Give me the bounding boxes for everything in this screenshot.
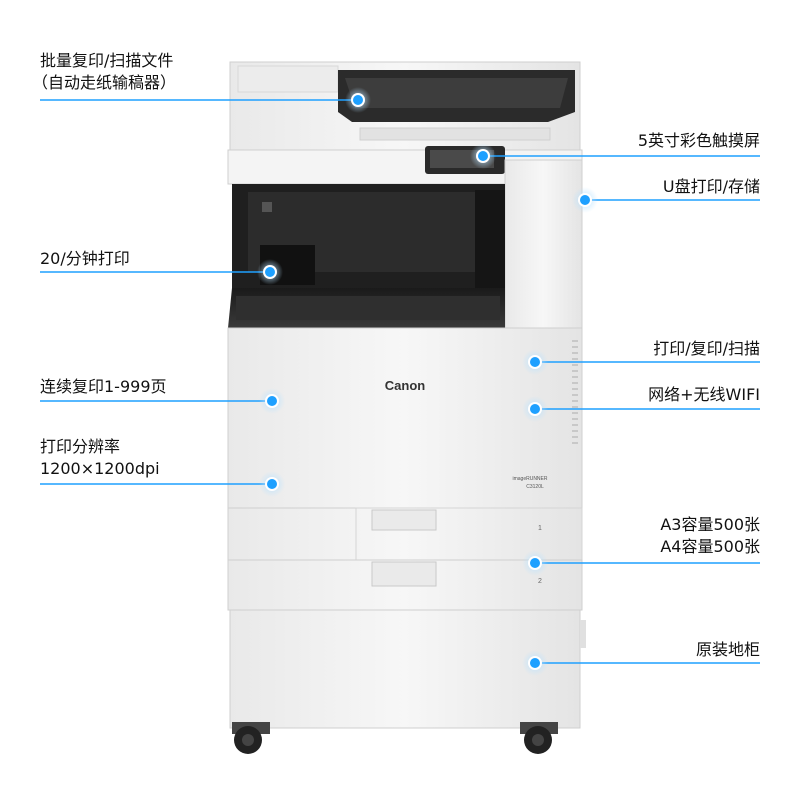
callout-dot-speed xyxy=(257,259,283,285)
model-code: C3120L xyxy=(526,484,544,490)
callout-resolution-label: 打印分辨率 1200×1200dpi xyxy=(40,436,160,480)
callout-dot-usb xyxy=(572,187,598,213)
callout-dot-cabinet xyxy=(522,650,548,676)
callout-network-label: 网络+无线WIFI xyxy=(648,385,760,404)
callout-capacity-label: A3容量500张 A4容量500张 xyxy=(660,514,760,558)
callout-resolution-line1: 打印分辨率 xyxy=(40,437,121,456)
callout-dot-functions xyxy=(522,349,548,375)
callout-continuous-label: 连续复印1-999页 xyxy=(40,377,167,396)
callout-adf-line2: （自动走纸输稿器） xyxy=(32,73,177,92)
callout-capacity-line2: A4容量500张 xyxy=(660,537,760,556)
callout-capacity-line1: A3容量500张 xyxy=(660,515,760,534)
callout-adf-line1: 批量复印/扫描文件 xyxy=(40,51,174,70)
callout-dot-screen xyxy=(470,143,496,169)
paper-trays: 1 2 xyxy=(227,507,583,611)
brand-logo: Canon xyxy=(385,378,426,393)
cabinet xyxy=(229,609,586,729)
callout-lines xyxy=(40,99,760,664)
tray-number-1: 1 xyxy=(538,525,542,532)
callout-dot-resolution xyxy=(259,471,285,497)
callout-usb-label: U盘打印/存储 xyxy=(662,177,760,196)
callout-dot-capacity xyxy=(522,550,548,576)
callout-resolution-line2: 1200×1200dpi xyxy=(40,459,160,478)
callout-dot-adf xyxy=(345,87,371,113)
tray-number-2: 2 xyxy=(538,578,542,585)
output-area xyxy=(228,184,505,328)
model-series: imageRUNNER xyxy=(512,476,547,482)
callout-dots xyxy=(257,87,598,676)
callout-dot-continuous xyxy=(259,388,285,414)
casters xyxy=(232,722,558,754)
callout-dot-network xyxy=(522,396,548,422)
callout-speed-label: 20/分钟打印 xyxy=(40,249,130,268)
callout-cabinet-label: 原装地柜 xyxy=(695,640,760,659)
callout-functions-label: 打印/复印/扫描 xyxy=(653,339,760,358)
callout-adf-label: 批量复印/扫描文件 （自动走纸输稿器） xyxy=(32,50,176,94)
scanner-unit xyxy=(229,61,581,151)
callout-screen-label: 5英寸彩色触摸屏 xyxy=(637,131,760,150)
